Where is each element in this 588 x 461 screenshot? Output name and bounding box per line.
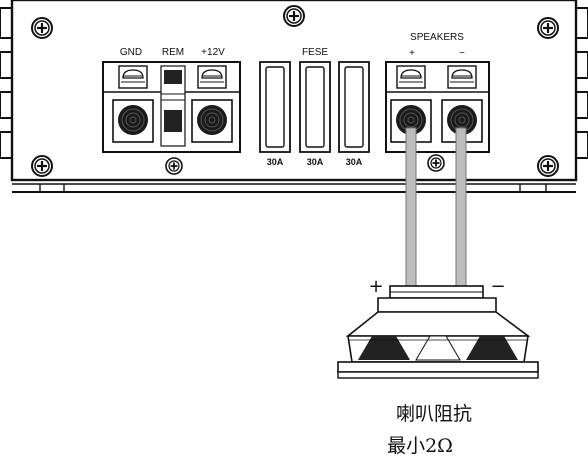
power-terminal-block bbox=[102, 61, 241, 153]
screw-icon bbox=[427, 154, 445, 172]
speakers-title: SPEAKERS bbox=[410, 32, 464, 43]
gnd-label: GND bbox=[120, 47, 142, 58]
speaker-plus-label: + bbox=[368, 276, 383, 297]
fuse-rating: 30A bbox=[267, 157, 284, 167]
speaker-icon bbox=[337, 285, 539, 379]
terminal-screw-icon bbox=[447, 65, 477, 89]
speaker-minus-label: − bbox=[490, 276, 505, 297]
terminal-screw-icon bbox=[112, 99, 154, 143]
fuse-rating: 30A bbox=[307, 157, 324, 167]
plus12v-label: +12V bbox=[201, 47, 225, 58]
screw-icon bbox=[536, 16, 560, 40]
terminal-screw-icon bbox=[197, 65, 227, 89]
screw-icon bbox=[165, 157, 183, 175]
heatsink-left bbox=[0, 7, 12, 159]
terminal-screw-icon bbox=[118, 65, 148, 89]
rem-label: REM bbox=[162, 47, 184, 58]
screw-icon bbox=[282, 4, 306, 28]
caption-impedance: 喇叭阻抗 bbox=[396, 403, 472, 425]
speakers-plus-label: + bbox=[409, 48, 415, 59]
fuse-icon bbox=[299, 61, 331, 153]
screw-icon bbox=[30, 16, 54, 40]
screw-icon bbox=[536, 154, 560, 178]
screw-icon bbox=[30, 154, 54, 178]
fuse-rating: 30A bbox=[346, 157, 363, 167]
fuse-icon bbox=[259, 61, 291, 153]
speaker-terminal-block bbox=[385, 61, 490, 153]
heatsink-right bbox=[576, 7, 588, 159]
amplifier: GND REM +12V FESE 30A 30A 30A SPEAKERS +… bbox=[0, 0, 588, 193]
speakers-minus-label: − bbox=[459, 48, 465, 59]
terminal-screw-icon bbox=[191, 99, 233, 143]
fuse-title: FESE bbox=[302, 47, 328, 58]
caption-minimum: 最小2Ω bbox=[387, 435, 453, 457]
fuse-icon bbox=[338, 61, 370, 153]
terminal-screw-icon bbox=[396, 65, 426, 89]
